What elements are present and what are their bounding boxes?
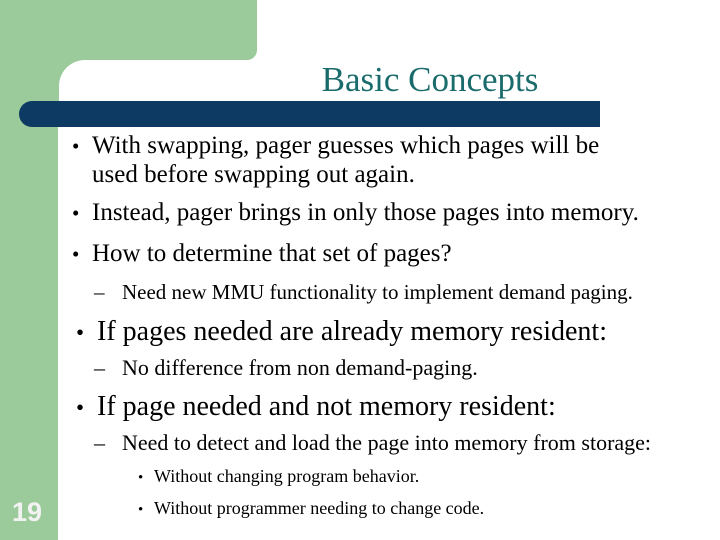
bullet-item: –No difference from non demand-paging. — [94, 354, 478, 381]
bullet-text: How to determine that set of pages? — [92, 240, 452, 267]
bullet-text: Without changing program behavior. — [154, 466, 420, 486]
bullet-item: • If page needed and not memory resident: — [76, 390, 556, 425]
page-number: 19 — [12, 497, 43, 527]
bullet-text: Without programmer needing to change cod… — [154, 498, 485, 518]
bullet-text: If pages needed are already memory resid… — [97, 316, 607, 347]
bullet-text: used before swapping out again. — [92, 161, 415, 188]
bullet-marker: – — [94, 280, 105, 304]
title-underline-bar — [19, 101, 600, 127]
bullet-marker: – — [94, 355, 105, 380]
bullet-text: With swapping, pager guesses which pages… — [92, 132, 600, 159]
bullet-text: If page needed and not memory resident: — [97, 391, 556, 422]
content-panel — [59, 60, 720, 540]
bullet-text: Need new MMU functionality to implement … — [122, 280, 633, 304]
bullet-item: • If pages needed are already memory resi… — [76, 315, 607, 350]
bullet-text: No difference from non demand-paging. — [122, 355, 478, 380]
bullet-item: • Instead, pager brings in only those pag… — [72, 198, 639, 228]
bullet-marker: • — [72, 201, 80, 225]
slide-title: Basic Concepts — [321, 60, 539, 99]
bullet-item: • With swapping, pager guesses which page… — [72, 131, 599, 161]
bullet-item: –Need to detect and load the page into m… — [94, 429, 651, 456]
bullet-text: Instead, pager brings in only those page… — [92, 199, 639, 226]
bullet-item: used before swapping out again. — [92, 160, 415, 190]
bullet-item: • Without changing program behavior. — [138, 465, 419, 489]
bullet-marker: • — [76, 395, 85, 420]
bullet-text: Need to detect and load the page into me… — [122, 430, 652, 455]
bullet-marker: • — [76, 320, 85, 345]
bullet-marker: • — [138, 470, 144, 486]
bullet-marker: • — [72, 134, 80, 158]
bullet-marker: • — [72, 242, 80, 266]
green-sidebar — [0, 0, 58, 540]
bullet-marker: • — [138, 502, 144, 518]
bullet-item: –Need new MMU functionality to implement… — [94, 279, 633, 305]
bullet-marker: – — [94, 430, 105, 455]
bullet-item: • How to determine that set of pages? — [72, 239, 452, 269]
bullet-item: • Without programmer needing to change co… — [138, 497, 484, 521]
